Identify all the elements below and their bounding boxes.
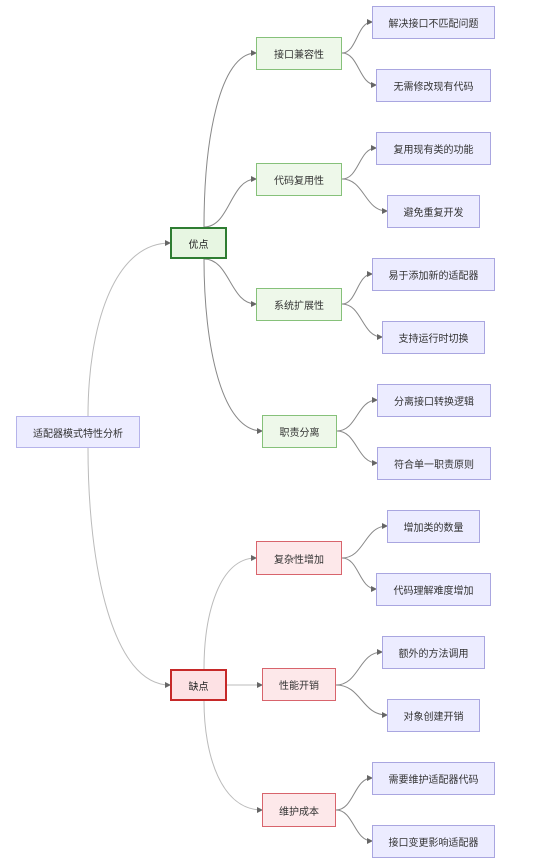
pros-node[interactable]: 优点 <box>170 227 227 259</box>
cons-item-maintenance[interactable]: 维护成本 <box>262 793 336 827</box>
category-label: 复杂性增加 <box>274 554 324 566</box>
leaf-node[interactable]: 额外的方法调用 <box>382 636 485 669</box>
connector-edge <box>87 240 171 417</box>
leaf-label: 易于添加新的适配器 <box>388 271 479 282</box>
connector-edge <box>203 700 263 813</box>
leaf-node[interactable]: 解决接口不匹配问题 <box>372 6 495 39</box>
leaf-label: 分离接口转换逻辑 <box>394 397 474 408</box>
connector-edge <box>336 397 378 432</box>
category-label: 维护成本 <box>279 806 319 818</box>
leaf-label: 对象创建开销 <box>403 712 464 723</box>
leaf-label: 支持运行时切换 <box>398 334 469 345</box>
leaf-node[interactable]: 易于添加新的适配器 <box>372 258 495 291</box>
pros-item-interface-compat[interactable]: 接口兼容性 <box>256 37 342 70</box>
pros-item-extensibility[interactable]: 系统扩展性 <box>256 288 342 321</box>
connector-edge <box>335 809 373 844</box>
category-label: 职责分离 <box>279 428 320 439</box>
leaf-node[interactable]: 需要维护适配器代码 <box>372 762 495 795</box>
leaf-node[interactable]: 支持运行时切换 <box>382 321 485 354</box>
root-label: 适配器模式特性分析 <box>33 428 123 440</box>
leaf-node[interactable]: 对象创建开销 <box>387 699 480 732</box>
connector-edge <box>203 50 257 228</box>
connector-edge <box>341 523 388 559</box>
leaf-label: 需要维护适配器代码 <box>388 775 479 786</box>
connector-edge <box>341 271 373 305</box>
root-node[interactable]: 适配器模式特性分析 <box>16 416 140 448</box>
leaf-label: 额外的方法调用 <box>398 649 469 660</box>
leaf-label: 避免重复开发 <box>403 208 464 219</box>
cons-item-performance[interactable]: 性能开销 <box>262 668 336 701</box>
cons-label: 缺点 <box>188 681 209 693</box>
connector-edge <box>335 649 383 686</box>
pros-item-separation[interactable]: 职责分离 <box>262 415 337 448</box>
leaf-node[interactable]: 复用现有类的功能 <box>376 132 491 165</box>
connector-edge <box>203 258 263 434</box>
category-label: 代码复用性 <box>274 176 324 187</box>
leaf-label: 符合单一职责原则 <box>394 460 474 471</box>
leaf-node[interactable]: 接口变更影响适配器 <box>372 825 495 858</box>
leaf-node[interactable]: 代码理解难度增加 <box>376 573 491 606</box>
pros-label: 优点 <box>188 239 209 251</box>
pros-item-code-reuse[interactable]: 代码复用性 <box>256 163 342 196</box>
connector-edge <box>341 303 383 340</box>
leaf-label: 无需修改现有代码 <box>393 82 474 93</box>
connector-edge <box>341 178 388 214</box>
leaf-label: 增加类的数量 <box>403 523 464 534</box>
leaf-node[interactable]: 增加类的数量 <box>387 510 480 543</box>
category-label: 性能开销 <box>279 681 319 692</box>
leaf-label: 接口变更影响适配器 <box>388 838 479 849</box>
category-label: 接口兼容性 <box>274 50 324 61</box>
connector-edge <box>341 557 377 592</box>
cons-node[interactable]: 缺点 <box>170 669 227 701</box>
connector-edge <box>341 52 377 88</box>
leaf-label: 代码理解难度增加 <box>393 586 474 597</box>
leaf-node[interactable]: 无需修改现有代码 <box>376 69 491 102</box>
leaf-node[interactable]: 符合单一职责原则 <box>377 447 491 480</box>
connector-edge <box>335 775 373 811</box>
connector-edge <box>336 430 378 466</box>
category-label: 系统扩展性 <box>274 301 324 312</box>
connector-edge <box>203 555 257 670</box>
connector-edge <box>341 145 377 180</box>
connector-edge <box>335 684 388 718</box>
connector-edge <box>203 176 257 228</box>
leaf-node[interactable]: 分离接口转换逻辑 <box>377 384 491 417</box>
cons-item-complexity[interactable]: 复杂性增加 <box>256 541 342 575</box>
leaf-label: 解决接口不匹配问题 <box>388 19 479 30</box>
leaf-label: 复用现有类的功能 <box>393 145 474 156</box>
connector-edge <box>87 447 171 688</box>
leaf-node[interactable]: 避免重复开发 <box>387 195 480 228</box>
connector-edge <box>203 258 257 307</box>
connector-edge <box>341 19 373 54</box>
